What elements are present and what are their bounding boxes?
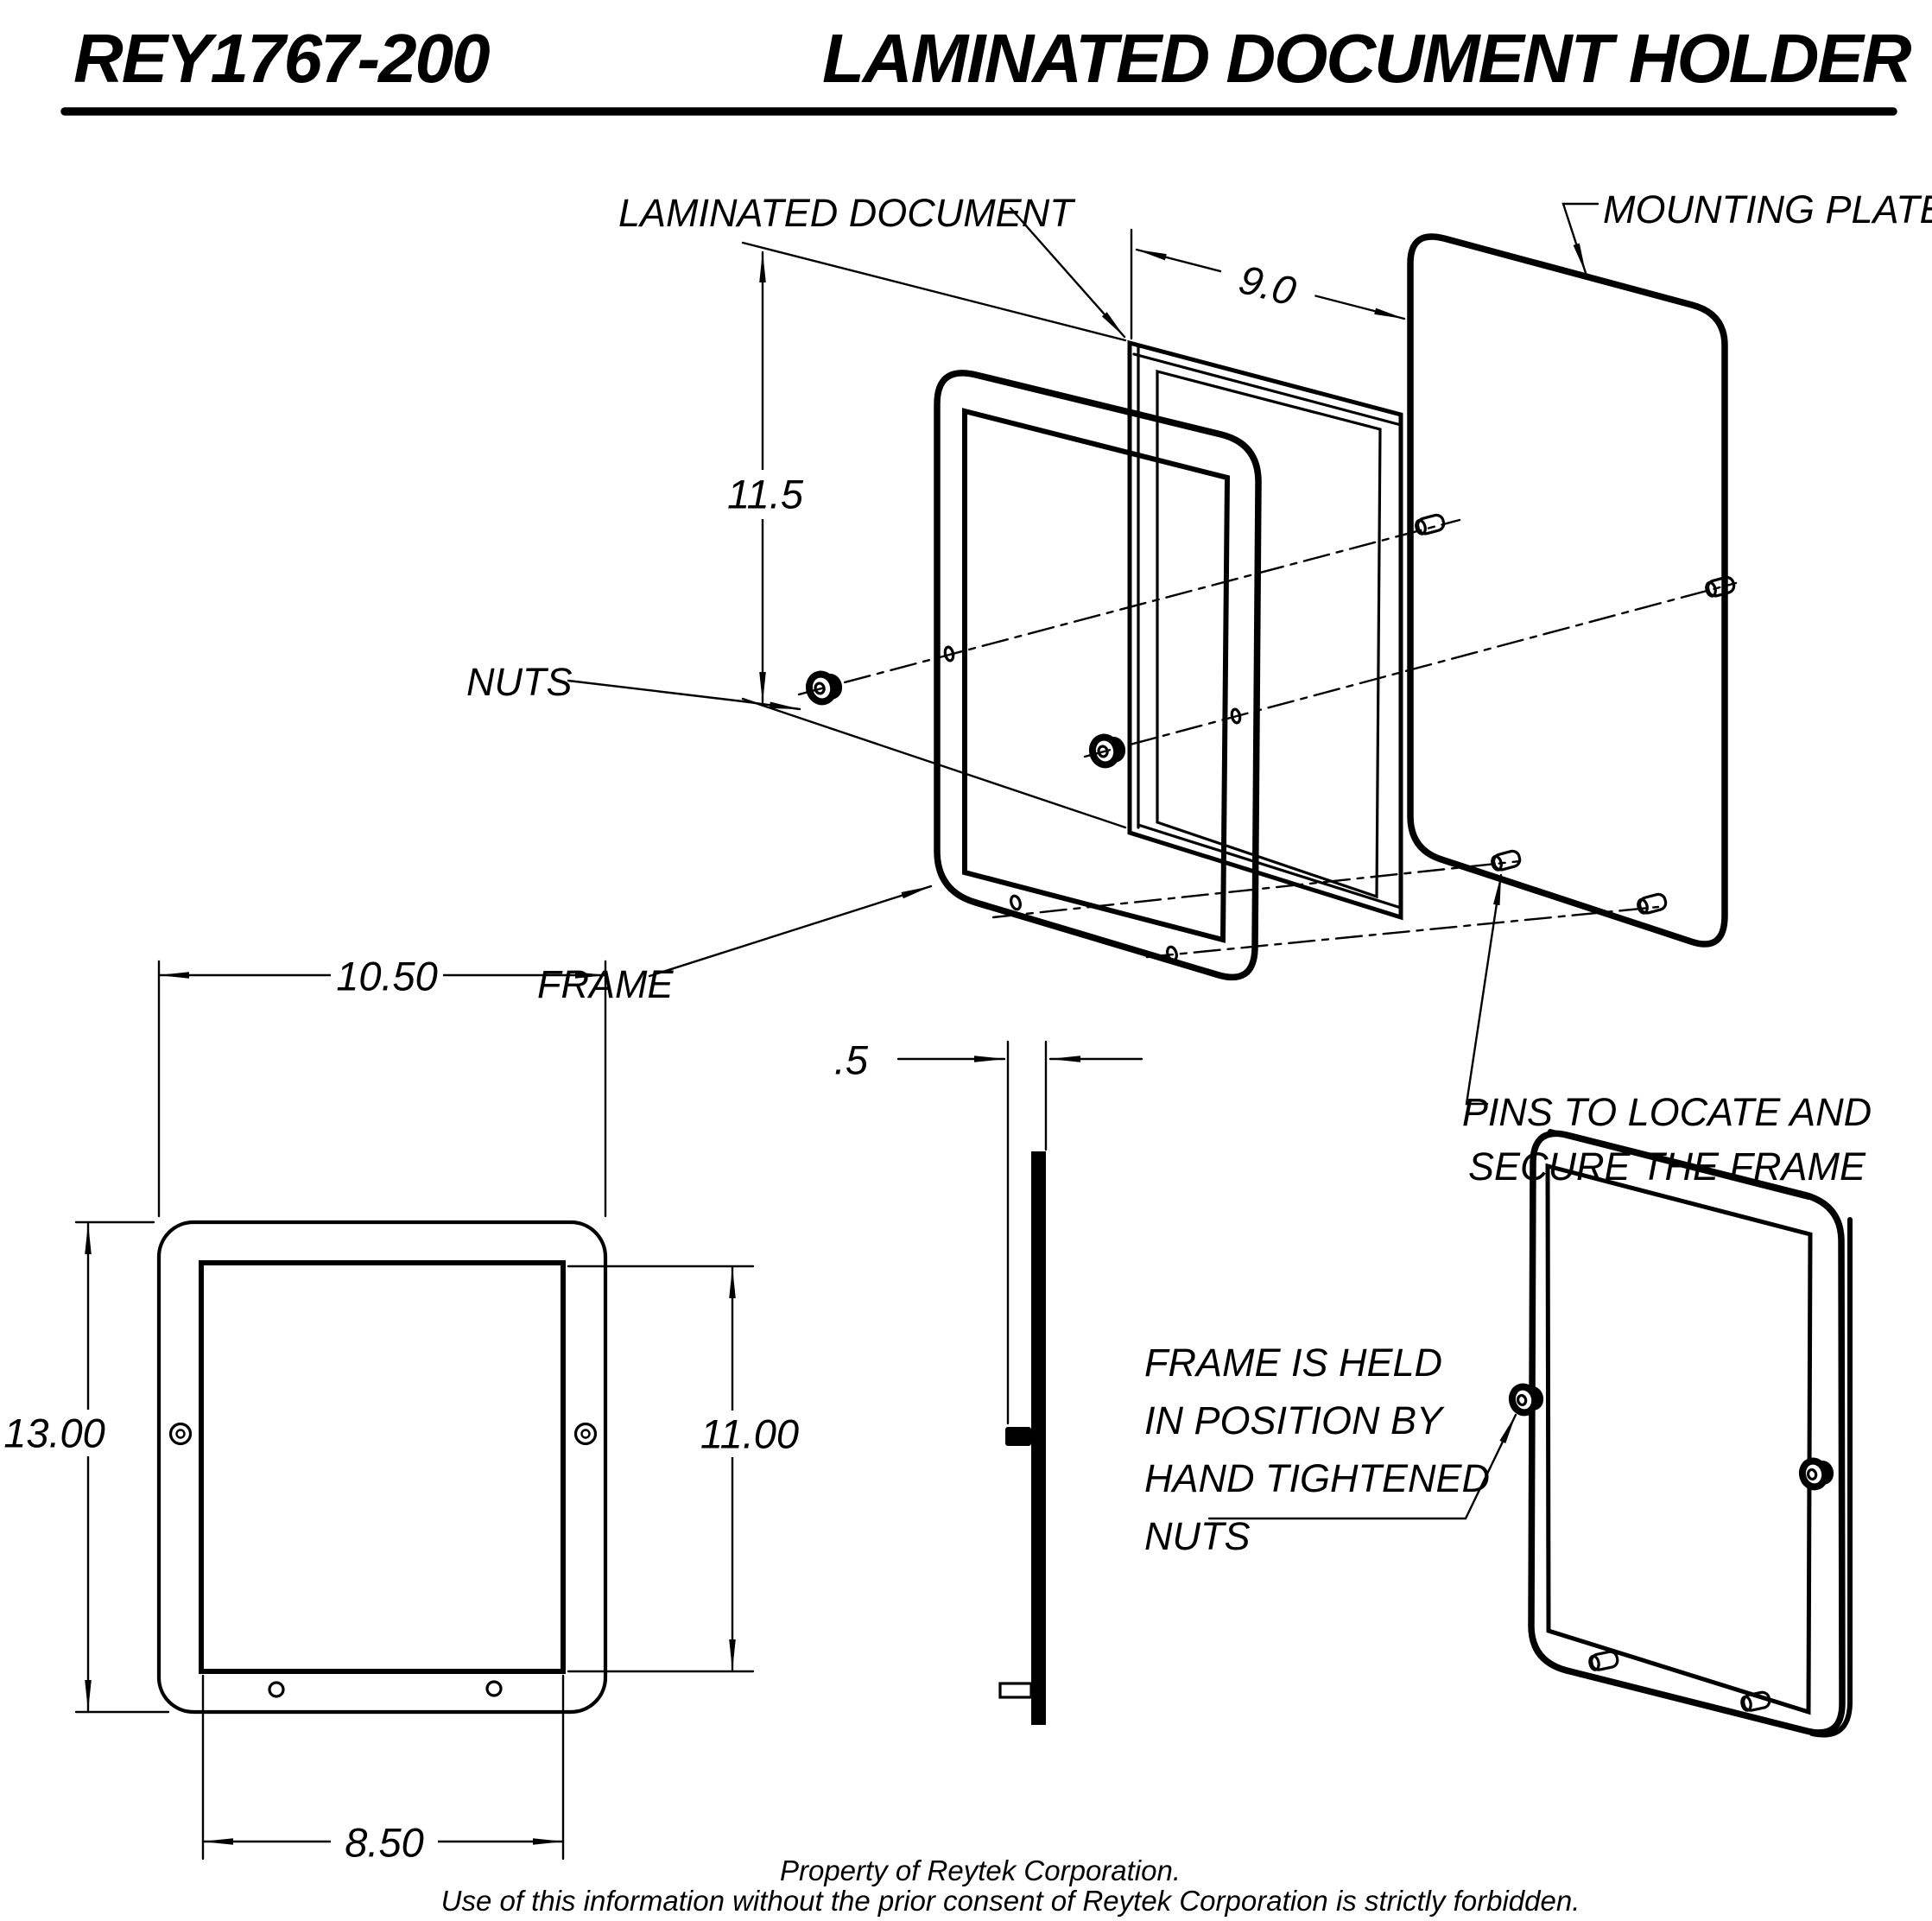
label-pins-line2: SECURE THE FRAME [1468,1144,1866,1189]
dim-value-inner-width: 8.50 [345,1820,423,1866]
assembled-nut-right [1798,1457,1834,1491]
front-pin-hole-left [268,1681,285,1698]
assembled-pin-right [1740,1690,1771,1712]
label-nuts: NUTS [466,660,573,704]
leader-frame [648,884,933,978]
leader-nuts [567,679,801,711]
dim-inner-height: 11.00 [567,1265,810,1673]
footer-line-2: Use of this information without the prio… [441,1885,1580,1917]
front-frame-outline [156,1220,608,1715]
note-line-2: IN POSITION BY [1144,1398,1445,1442]
dim-thickness: .5 [834,1037,1143,1083]
footer-line-1: Property of Reytek Corporation. [780,1854,1181,1886]
document-outline [1127,339,1403,921]
side-nut [1005,1427,1031,1446]
frame-part [934,370,1262,981]
dim-text-mask [331,1819,438,1864]
dim-value-document-width: 9.0 [1234,256,1301,314]
dim-outer-width: 10.50 [157,953,607,1218]
center-line-lower-right [1145,905,1660,959]
dim-value-outer-height: 13.00 [3,1411,105,1456]
assembled-frame-outline [1528,1130,1846,1736]
center-line-upper [797,518,1461,696]
dim-text-mask [724,470,808,519]
assembled-frame-window [1545,1163,1813,1715]
mounting-plate-part [1407,233,1736,948]
extension-line [741,697,1127,829]
frame-outline [934,370,1262,981]
dim-document-height: 11.5 [724,241,1127,829]
locating-pin-lower-right [1637,892,1668,915]
assembled-view: FRAME IS HELD IN POSITION BY HAND TIGHTE… [1144,1129,1853,1738]
exploded-view: 11.5 9.0 LAMINATED DOCUMENT MOUNTING PLA… [466,187,1932,1189]
nut-left [805,670,843,706]
assembled-frame-shadow-edge [1809,1217,1853,1738]
locating-pin-lower-left [1491,849,1522,872]
footer: Property of Reytek Corporation. Use of t… [441,1854,1580,1917]
dim-text-mask [1215,249,1321,320]
document-edge-thickness-bottom [1137,823,1403,910]
part-number: REY1767-200 [73,20,490,97]
stud-pin-upper-left [1415,513,1446,536]
frame-window [962,408,1231,943]
leader-assembly-note [1207,1413,1517,1520]
leader-pins [1465,873,1503,1106]
note-line-1: FRAME IS HELD [1144,1341,1442,1385]
dim-inner-width: 8.50 [201,1674,565,1866]
front-frame-window [199,1260,566,1674]
dim-text-mask [689,1411,810,1457]
laminated-document-part [1127,339,1403,921]
note-line-3: HAND TIGHTENED [1144,1456,1490,1500]
page-title: LAMINATED DOCUMENT HOLDER [822,20,1912,97]
dim-text-mask [0,1410,112,1456]
header: REY1767-200 LAMINATED DOCUMENT HOLDER [60,20,1914,116]
front-nut-left [168,1422,193,1446]
note-line-4: NUTS [1144,1514,1251,1558]
label-pins-line1: PINS TO LOCATE AND [1462,1090,1872,1134]
leader-laminated-document [1009,206,1126,339]
dim-document-width: 9.0 [1130,228,1406,340]
document-edge-thickness-top [1132,352,1403,427]
label-mounting-plate: MOUNTING PLATE [1603,187,1932,231]
side-pin [998,1682,1033,1699]
frame-pin-hole-left [1010,894,1022,911]
center-line-lower-left [991,859,1522,919]
assembled-frame-top-edge [1548,1129,1811,1200]
dim-value-document-height: 11.5 [727,472,804,517]
front-view: 10.50 13.00 11.00 8.50 [0,953,810,1866]
dim-value-outer-width: 10.50 [336,954,438,999]
label-laminated-document: LAMINATED DOCUMENT [618,191,1076,235]
leader-mounting-plate [1561,202,1599,275]
dim-value-inner-height: 11.00 [700,1411,799,1457]
assembly-note: FRAME IS HELD IN POSITION BY HAND TIGHTE… [1144,1341,1517,1558]
mounting-plate-outline [1407,233,1728,948]
side-plate-profile [1031,1151,1046,1725]
center-lines [797,518,1738,959]
assembled-pin-left [1588,1650,1619,1671]
dim-text-mask [331,953,443,999]
front-pin-hole-right [485,1680,503,1697]
front-nut-right [573,1422,598,1446]
document-margin [1156,369,1382,899]
side-view: .5 [834,1037,1143,1725]
dim-value-thickness: .5 [834,1037,869,1083]
extension-line [741,241,1127,342]
dim-outer-height: 13.00 [0,1220,170,1714]
assembled-nut-left [1508,1383,1544,1417]
center-line-middle [1083,581,1738,758]
